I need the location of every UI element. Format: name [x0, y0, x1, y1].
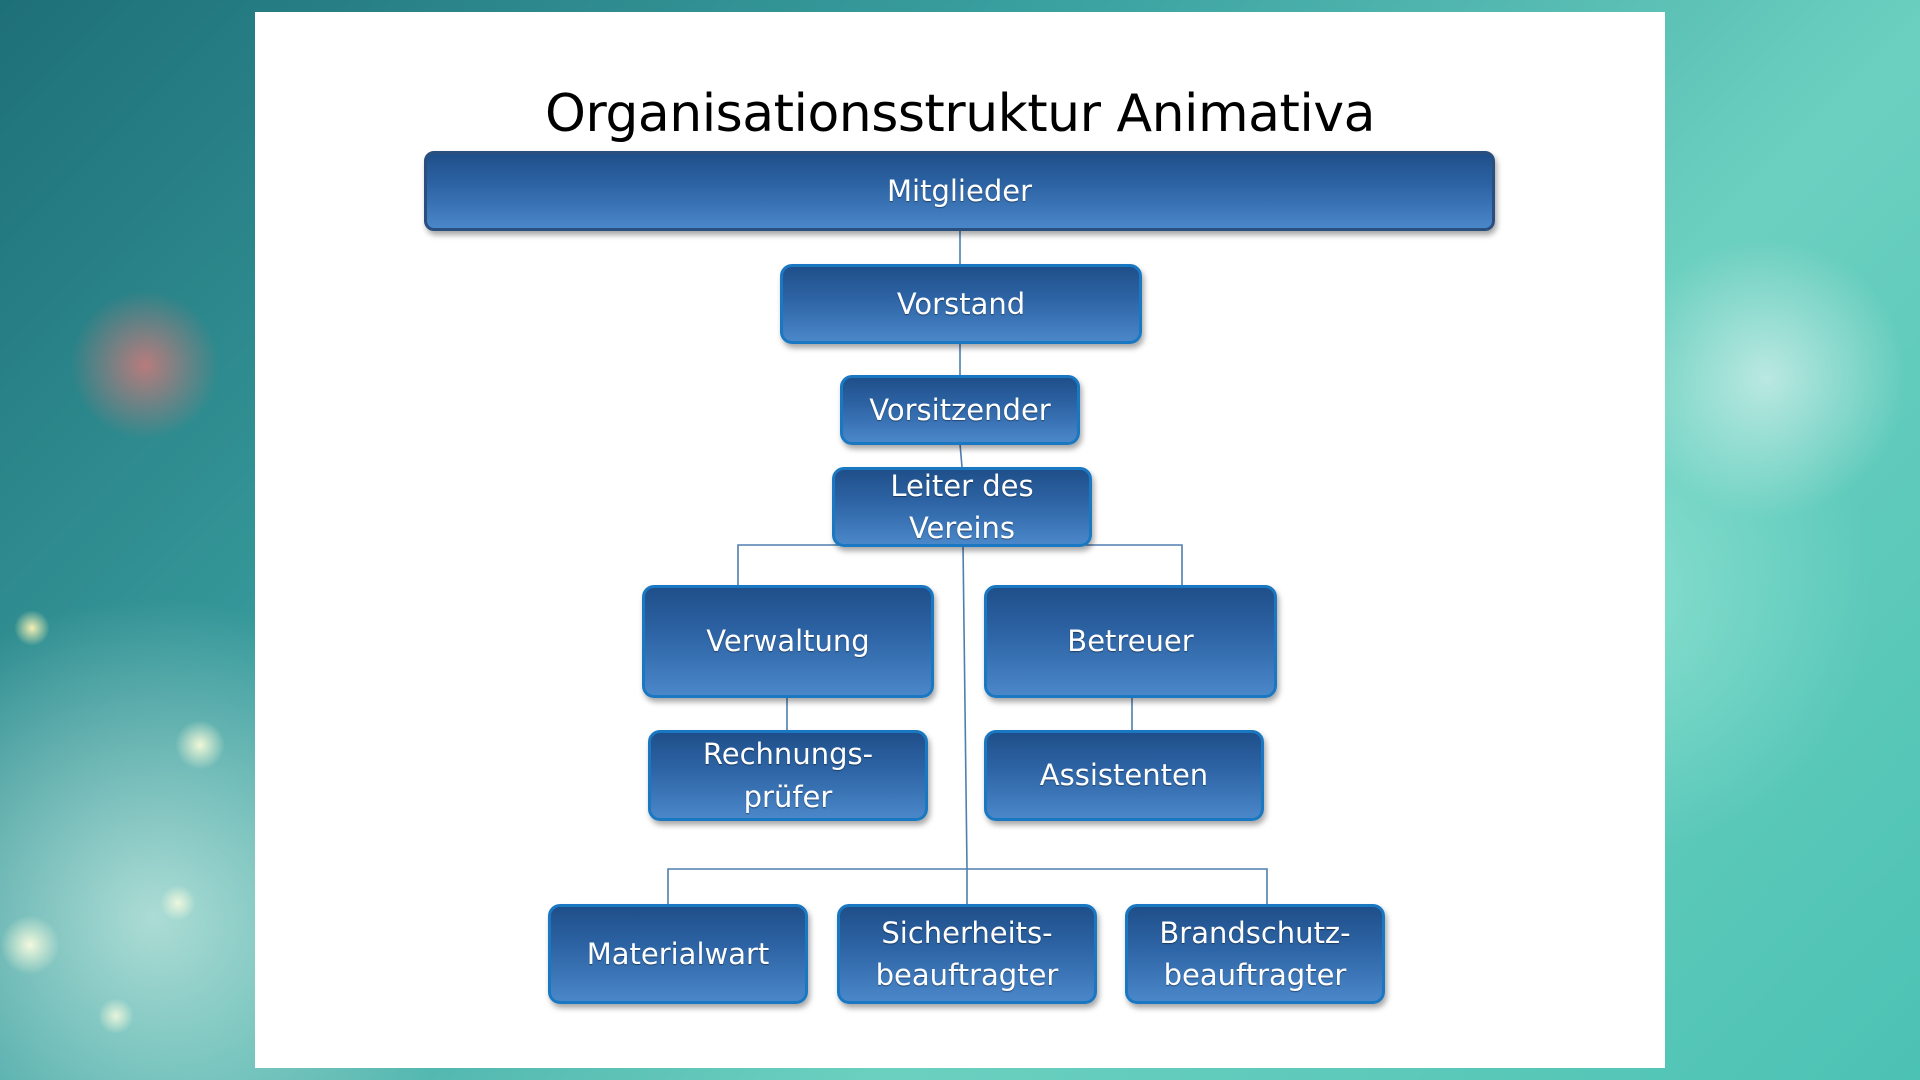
bokeh-yellow — [14, 610, 50, 646]
node-betreuer[interactable]: Betreuer — [984, 585, 1277, 698]
node-brandschutzbeauftragter[interactable]: Brandschutz- beauftragter — [1125, 904, 1385, 1004]
node-leiter-des-vereins[interactable]: Leiter des Vereins — [832, 467, 1092, 547]
connector-vorsitzender-leiter — [959, 443, 963, 468]
slide-title: Organisationsstruktur Animativa — [545, 84, 1375, 144]
node-materialwart[interactable]: Materialwart — [548, 904, 808, 1004]
bokeh-light-3 — [160, 885, 196, 921]
node-vorstand[interactable]: Vorstand — [780, 264, 1142, 344]
connector-leiter-verwaltung-betreuer — [737, 544, 1183, 585]
slide: Organisationsstruktur Animativa Mitglied… — [255, 12, 1665, 1068]
node-sicherheitsbeauftragter[interactable]: Sicherheits- beauftragter — [837, 904, 1097, 1004]
bokeh-red — [70, 290, 220, 440]
node-rechnungspruefer[interactable]: Rechnungs- prüfer — [648, 730, 928, 821]
connector-leiter-trunk — [962, 544, 968, 870]
bokeh-light-2 — [0, 915, 60, 975]
node-vorsitzender[interactable]: Vorsitzender — [840, 375, 1080, 445]
node-verwaltung[interactable]: Verwaltung — [642, 585, 934, 698]
node-mitglieder[interactable]: Mitglieder — [424, 151, 1495, 231]
bokeh-light-1 — [175, 720, 225, 770]
node-assistenten[interactable]: Assistenten — [984, 730, 1264, 821]
bokeh-light-4 — [98, 998, 134, 1034]
